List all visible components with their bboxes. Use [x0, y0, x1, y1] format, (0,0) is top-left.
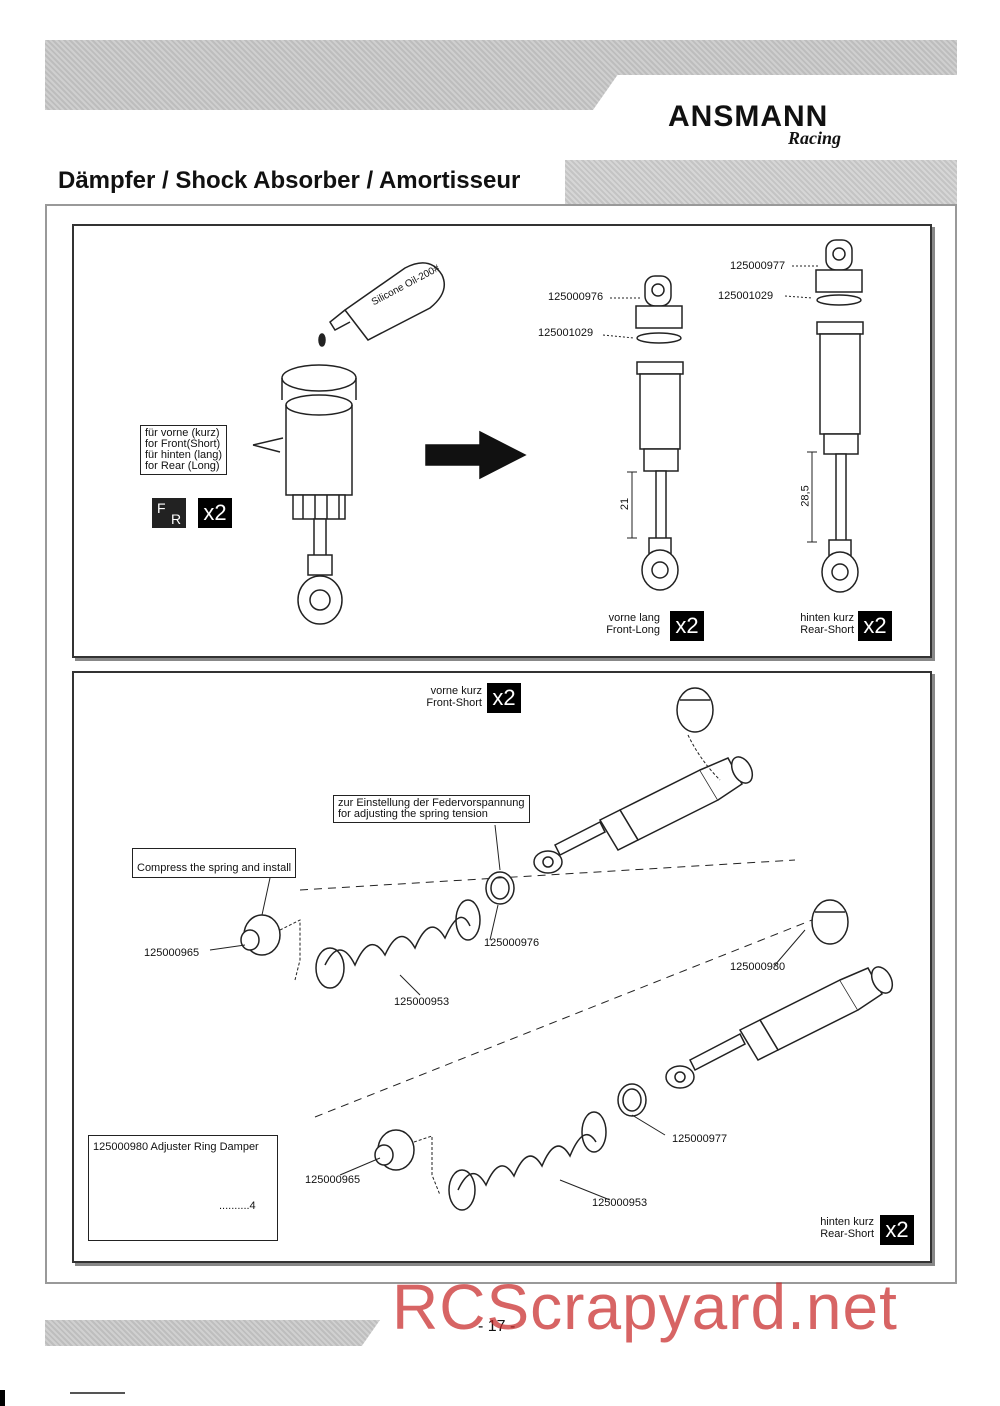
rear-shock-assembled	[815, 239, 864, 593]
compress-note: Compress the spring and install	[132, 848, 297, 878]
front-shock-body	[533, 687, 754, 874]
note-line: for Front(Short)	[145, 438, 221, 450]
rear-short-label-en: Rear-Short	[800, 624, 854, 636]
front-short-label-en: Front-Short	[426, 697, 482, 709]
front-short-label: vorne kurz Front-Short	[404, 685, 482, 709]
quantity-badge: x2	[198, 498, 232, 528]
watermark: RCScrapyard.net	[392, 1271, 898, 1343]
rear-spring-retainer-part-number: 125000965	[305, 1174, 361, 1186]
rear-adjuster-part-number: 125000977	[672, 1133, 728, 1145]
shock-body-open	[281, 364, 357, 625]
legend-title: 125000980 Adjuster Ring Damper	[93, 1141, 259, 1153]
front-rear-icon: F R	[152, 498, 186, 528]
front-short-label-de: vorne kurz	[430, 685, 482, 697]
rear-short-bottom-quantity: x2	[880, 1215, 914, 1245]
preload-note: zur Einstellung der Federvorspannung for…	[333, 795, 530, 823]
page-title: Dämpfer / Shock Absorber / Amortisseur	[58, 167, 521, 194]
front-shock-assembled	[635, 275, 684, 591]
rear-cap-part-number: 125000977	[730, 260, 786, 272]
logo-main-text: ANSMANN	[668, 100, 829, 133]
content-frame	[45, 204, 957, 1284]
rear-short-label-de: hinten kurz	[800, 612, 854, 624]
rear-shock-body	[665, 899, 894, 1089]
spring-retainer-part-number: 125000965	[144, 947, 200, 959]
rear-short-bottom-label: hinten kurz Rear-Short	[796, 1216, 874, 1240]
front-short-quantity: x2	[487, 683, 521, 713]
scan-corner-mark	[0, 1390, 5, 1406]
rear-oring-part-number: 125001029	[718, 290, 774, 302]
front-oring-part-number: 125001029	[538, 327, 594, 339]
compress-note-text: Compress the spring and install	[137, 862, 292, 874]
rear-spring-retainer	[374, 1129, 415, 1171]
silicone-oil-bottle	[318, 262, 445, 347]
rear-short-bottom-label-en: Rear-Short	[820, 1228, 874, 1240]
rear-short-quantity: x2	[858, 611, 892, 641]
note-line: für vorne (kurz)	[145, 427, 220, 439]
logo-sub-text: Racing	[788, 128, 842, 148]
preload-note-de: zur Einstellung der Federvorspannung	[338, 797, 525, 809]
front-length-dimension: 21	[619, 497, 632, 511]
front-long-quantity: x2	[670, 611, 704, 641]
rear-spring-part-number: 125000953	[592, 1197, 648, 1209]
note-line: für hinten (lang)	[145, 449, 223, 461]
front-long-label-en: Front-Long	[606, 624, 660, 636]
adjuster-ring-legend: 125000980 Adjuster Ring Damper .........…	[88, 1135, 278, 1241]
front-spring-retainer	[240, 914, 281, 956]
front-long-label: vorne lang Front-Long	[590, 612, 660, 636]
front-letter: F	[157, 500, 166, 516]
note-line: for Rear (Long)	[145, 460, 220, 472]
front-spring	[315, 899, 481, 989]
front-long-label-de: vorne lang	[608, 612, 660, 624]
preload-note-en: for adjusting the spring tension	[338, 808, 488, 820]
front-cap-part-number: 125000976	[548, 291, 604, 303]
brand-logo: ANSMANN Racing	[668, 100, 908, 160]
rear-spring	[448, 1111, 607, 1211]
rear-length-dimension: 28,5	[799, 485, 812, 507]
spring-part-number: 125000953	[394, 996, 450, 1008]
front-rear-note: für vorne (kurz) for Front(Short) für hi…	[140, 425, 228, 475]
legend-count: ..........4	[219, 1200, 256, 1212]
front-adjuster-part-number: 125000976	[484, 937, 540, 949]
scan-bottom-line	[70, 1392, 125, 1394]
rear-short-bottom-label-de: hinten kurz	[820, 1216, 874, 1228]
rear-short-label: hinten kurz Rear-Short	[776, 612, 854, 636]
page-number: - 17 -	[478, 1318, 516, 1335]
adjuster-ring-part-number: 125000980	[730, 961, 786, 973]
title-background	[45, 160, 565, 204]
step-panel-oil-filling	[72, 224, 932, 658]
step-panel-spring-install	[72, 671, 932, 1263]
rear-letter: R	[171, 511, 182, 527]
